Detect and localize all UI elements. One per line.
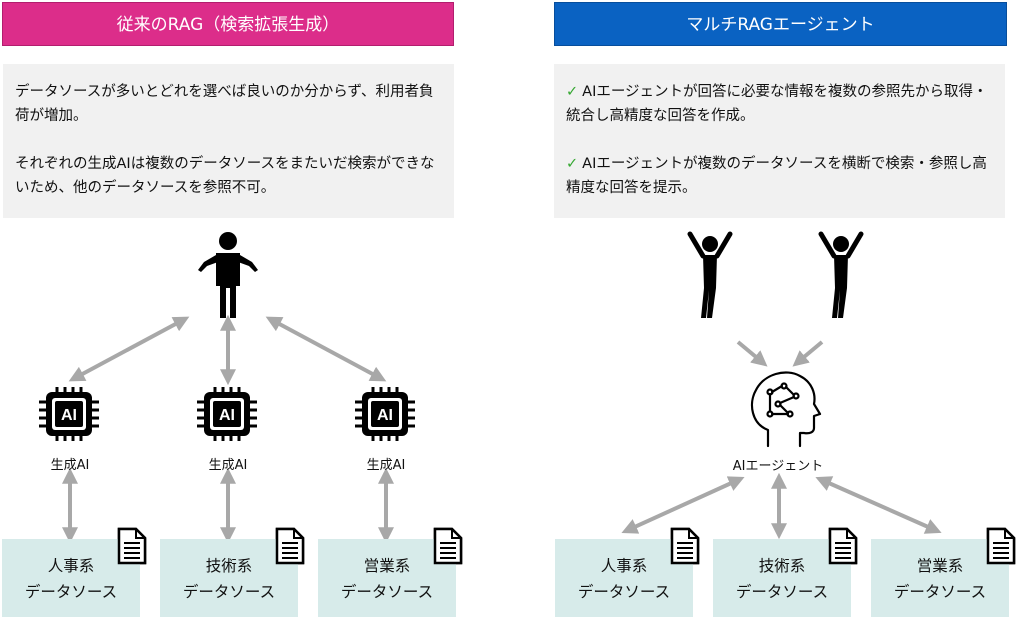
right-panel-header: マルチRAGエージェント bbox=[554, 2, 1007, 46]
ai-chip-icon: AI bbox=[197, 387, 257, 441]
person-cheer-icon bbox=[687, 231, 733, 318]
left-description-2: それぞれの生成AIは複数のデータソースをまたいだ検索ができないため、他のデータソ… bbox=[15, 156, 435, 196]
data-source-name: 営業系 bbox=[916, 557, 964, 575]
right-description-2: ✓AIエージェントが複数のデータソースを横断で検索・参照し高精度な回答を提示。 bbox=[566, 152, 993, 200]
generative-ai-label: 生成AI bbox=[50, 458, 90, 473]
ai-chip-icon: AI bbox=[39, 387, 99, 441]
ai-chip-text: AI bbox=[377, 407, 393, 424]
right-description-box: ✓AIエージェントが回答に必要な情報を複数の参照先から取得・統合し高精度な回答を… bbox=[554, 64, 1005, 218]
person-cheer-icon bbox=[818, 231, 864, 318]
right-description-2-text: AIエージェントが複数のデータソースを横断で検索・参照し高精度な回答を提示。 bbox=[566, 156, 987, 196]
data-source-type: データソース bbox=[340, 583, 434, 601]
ai-chip-text: AI bbox=[219, 407, 235, 424]
check-icon: ✓ bbox=[566, 156, 579, 172]
left-panel-header: 従来のRAG（検索拡張生成） bbox=[2, 2, 454, 46]
data-source-type: データソース bbox=[577, 583, 671, 601]
data-source-type: データソース bbox=[735, 583, 829, 601]
generative-ai-label: 生成AI bbox=[208, 458, 248, 473]
data-source-name: 営業系 bbox=[363, 557, 411, 575]
data-source-name: 人事系 bbox=[47, 557, 95, 575]
hr-data-source: 人事系 データソース bbox=[555, 539, 693, 617]
data-source-name: 人事系 bbox=[600, 557, 648, 575]
ai-chip-icon: AI bbox=[355, 387, 415, 441]
left-description-box: データソースが多いとどれを選べば良いのか分からず、利用者負荷が増加。 それぞれの… bbox=[3, 64, 454, 218]
data-source-name: 技術系 bbox=[758, 557, 806, 575]
tech-data-source: 技術系 データソース bbox=[713, 539, 851, 617]
check-icon: ✓ bbox=[566, 84, 579, 100]
left-description-1: データソースが多いとどれを選べば良いのか分からず、利用者負荷が増加。 bbox=[15, 84, 434, 124]
ai-brain-head-icon bbox=[750, 371, 822, 448]
tech-data-source: 技術系 データソース bbox=[160, 539, 298, 617]
left-connector-arrows bbox=[62, 314, 394, 544]
data-source-type: データソース bbox=[182, 583, 276, 601]
ai-chip-text: AI bbox=[61, 407, 77, 424]
generative-ai-label: 生成AI bbox=[366, 458, 406, 473]
ai-agent-label: AIエージェント bbox=[732, 459, 824, 474]
right-connector-arrows bbox=[621, 340, 942, 540]
right-description-1-text: AIエージェントが回答に必要な情報を複数の参照先から取得・統合し高精度な回答を作… bbox=[566, 84, 988, 124]
sales-data-source: 営業系 データソース bbox=[318, 539, 456, 617]
data-source-type: データソース bbox=[24, 583, 118, 601]
data-source-name: 技術系 bbox=[205, 557, 253, 575]
sales-data-source: 営業系 データソース bbox=[871, 539, 1009, 617]
hr-data-source: 人事系 データソース bbox=[2, 539, 140, 617]
data-source-type: データソース bbox=[893, 583, 987, 601]
person-shrug-icon bbox=[198, 232, 258, 318]
right-description-1: ✓AIエージェントが回答に必要な情報を複数の参照先から取得・統合し高精度な回答を… bbox=[566, 80, 993, 128]
